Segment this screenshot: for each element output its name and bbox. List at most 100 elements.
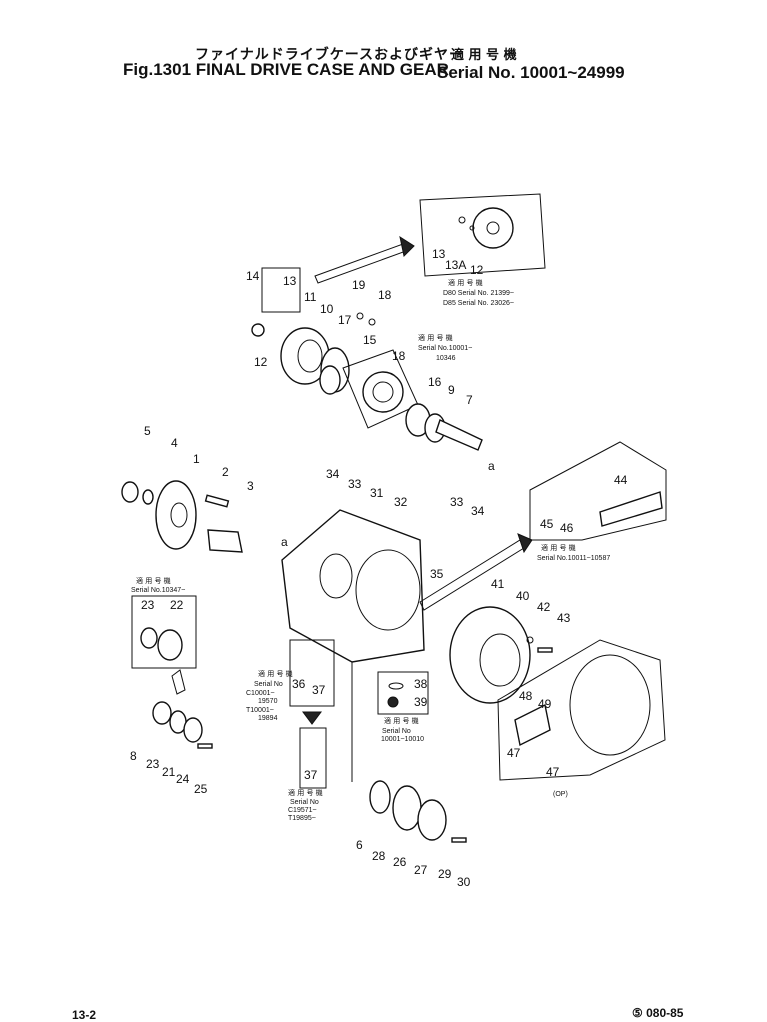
part-number-16: 16	[428, 375, 442, 389]
note-top-jp: 適 用 号 機	[448, 278, 483, 287]
part-number-12: 12	[470, 263, 484, 277]
part-number-13a: 13A	[445, 258, 466, 272]
note-38-line1: Serial No	[382, 728, 411, 735]
part-number-8: 8	[130, 749, 137, 763]
page-number: 13-2	[72, 1008, 97, 1022]
part-number-39: 39	[414, 695, 428, 709]
note-36-line2: C10001~	[246, 690, 275, 697]
part-number-13: 13	[432, 247, 446, 261]
part-number-1: 1	[193, 452, 200, 466]
part-number-25: 25	[194, 782, 208, 796]
part-number-37-upper: 37	[312, 683, 326, 697]
serial-range: Serial No. 10001~24999	[437, 63, 625, 82]
detail-box-12-13: 13 13A 12 適 用 号 機 D80 Serial No. 21399~ …	[419, 193, 546, 307]
part-number-47-right: 47	[546, 765, 560, 779]
part-number-27: 27	[414, 863, 428, 877]
part-number-7: 7	[466, 393, 473, 407]
hatched-arrow-top	[314, 235, 415, 284]
figure-title-japanese: ファイナルドライブケースおよびギヤー	[195, 47, 465, 63]
final-drive-case: 34 33 31 32 33 34 35	[281, 467, 485, 663]
part-number-32: 32	[394, 495, 408, 509]
part-number-47-left: 47	[507, 746, 521, 760]
note-top-line2: D85 Serial No. 23026~	[443, 300, 514, 307]
note-15-line2: 10346	[436, 355, 456, 362]
note-37-jp: 適 用 号 機	[288, 788, 323, 797]
part-number-37-lower: 37	[304, 768, 318, 782]
part-number-6: 6	[356, 838, 363, 852]
part-number-34-left: 34	[326, 467, 340, 481]
note-36-line4: T10001~	[246, 707, 274, 714]
part-number-28: 28	[372, 849, 386, 863]
note-36-line3: 19570	[258, 698, 278, 705]
note-15-line1: Serial No.10001~	[418, 345, 472, 352]
detail-box-44-46: 44 45 46 適 用 号 機 Serial No.10011~10587	[529, 441, 667, 562]
part-number-4: 4	[171, 436, 178, 450]
part-number-49: 49	[538, 697, 552, 711]
part-number-44: 44	[614, 473, 628, 487]
note-38-line2: 10001~10010	[381, 736, 424, 743]
part-number-35: 35	[430, 567, 444, 581]
lower-bearing-cage-group: 6 28 26 27 29 30	[351, 662, 471, 889]
lower-left-bearing-group: 8 23 21 24 25	[130, 669, 213, 796]
note-37-line2: C19571~	[288, 807, 317, 814]
note-44-line1: Serial No.10011~10587	[537, 555, 610, 562]
part-number-40: 40	[516, 589, 530, 603]
pinion-shaft: 16 9 7 a	[405, 375, 495, 473]
part-number-2: 2	[222, 465, 229, 479]
note-36-jp: 適 用 号 機	[258, 669, 293, 678]
part-number-17: 17	[338, 313, 352, 327]
part-number-36: 36	[292, 677, 306, 691]
part-number-45: 45	[540, 517, 554, 531]
part-number-23-lower: 23	[146, 757, 160, 771]
part-number-15: 15	[363, 333, 377, 347]
upper-cover-assembly: 14 13 11 10 17 19 18 12 15 適 用 号 機 Seria…	[246, 267, 472, 395]
note-44-jp: 適 用 号 機	[541, 543, 576, 552]
part-number-14: 14	[246, 269, 260, 283]
part-number-21: 21	[162, 765, 176, 779]
note-15-jp: 適 用 号 機	[418, 333, 453, 342]
figure-title: Fig.1301 FINAL DRIVE CASE AND GEAR	[123, 60, 449, 79]
note-top-line1: D80 Serial No. 21399~	[443, 290, 514, 297]
part-number-12-upper: 12	[254, 355, 268, 369]
part-number-31: 31	[370, 486, 384, 500]
part-number-42: 42	[537, 600, 551, 614]
part-number-9: 9	[448, 383, 455, 397]
part-number-3: 3	[247, 479, 254, 493]
part-number-10: 10	[320, 302, 334, 316]
note-37-line3: T19895~	[288, 815, 316, 822]
detail-box-22-23: 適 用 号 機 Serial No.10347~ 23 22	[131, 576, 197, 669]
note-37-line1: Serial No	[290, 799, 319, 806]
part-number-26: 26	[393, 855, 407, 869]
serial-label-japanese: 適 用 号 機	[451, 48, 517, 63]
part-number-33-left: 33	[348, 477, 362, 491]
part-number-33-right: 33	[450, 495, 464, 509]
part-number-19: 18	[378, 288, 392, 302]
detail-box-47-49: 48 49 47 47 (OP)	[497, 639, 666, 798]
bull-gear-group: 5 4 1 2 3 a	[121, 424, 288, 553]
part-number-11: 11	[304, 290, 317, 304]
part-number-18: 18	[392, 349, 406, 363]
note-22-jp: 適 用 号 機	[136, 576, 171, 585]
serial-applicability: 適 用 号 機 Serial No. 10001~24999	[437, 44, 625, 83]
note-36-line5: 19894	[258, 715, 278, 722]
part-number-13-upper: 13	[283, 274, 297, 288]
note-38-jp: 適 用 号 機	[384, 716, 419, 725]
note-36-line1: Serial No	[254, 681, 283, 688]
part-number-43: 43	[557, 611, 571, 625]
part-number-5: 5	[144, 424, 151, 438]
callout-a-left: a	[281, 535, 288, 549]
revision-stamp: ⑤ 080-85	[632, 1006, 684, 1020]
callout-a-right: a	[488, 459, 495, 473]
part-number-38: 38	[414, 677, 428, 691]
part-number-41: 41	[491, 577, 505, 591]
sprocket-hub-group: 41 40 42 43	[419, 533, 571, 704]
part-number-34-right: 34	[471, 504, 485, 518]
detail-box-36-37: 36 37 適 用 号 機 Serial No C10001~ 19570 T1…	[246, 639, 335, 822]
option-label: (OP)	[553, 791, 568, 798]
part-number-20: 19	[352, 278, 366, 292]
detail-box-38-39: 38 39 適 用 号 機 Serial No 10001~10010	[377, 671, 429, 743]
part-number-29: 29	[438, 867, 452, 881]
note-22-line1: Serial No.10347~	[131, 587, 185, 594]
